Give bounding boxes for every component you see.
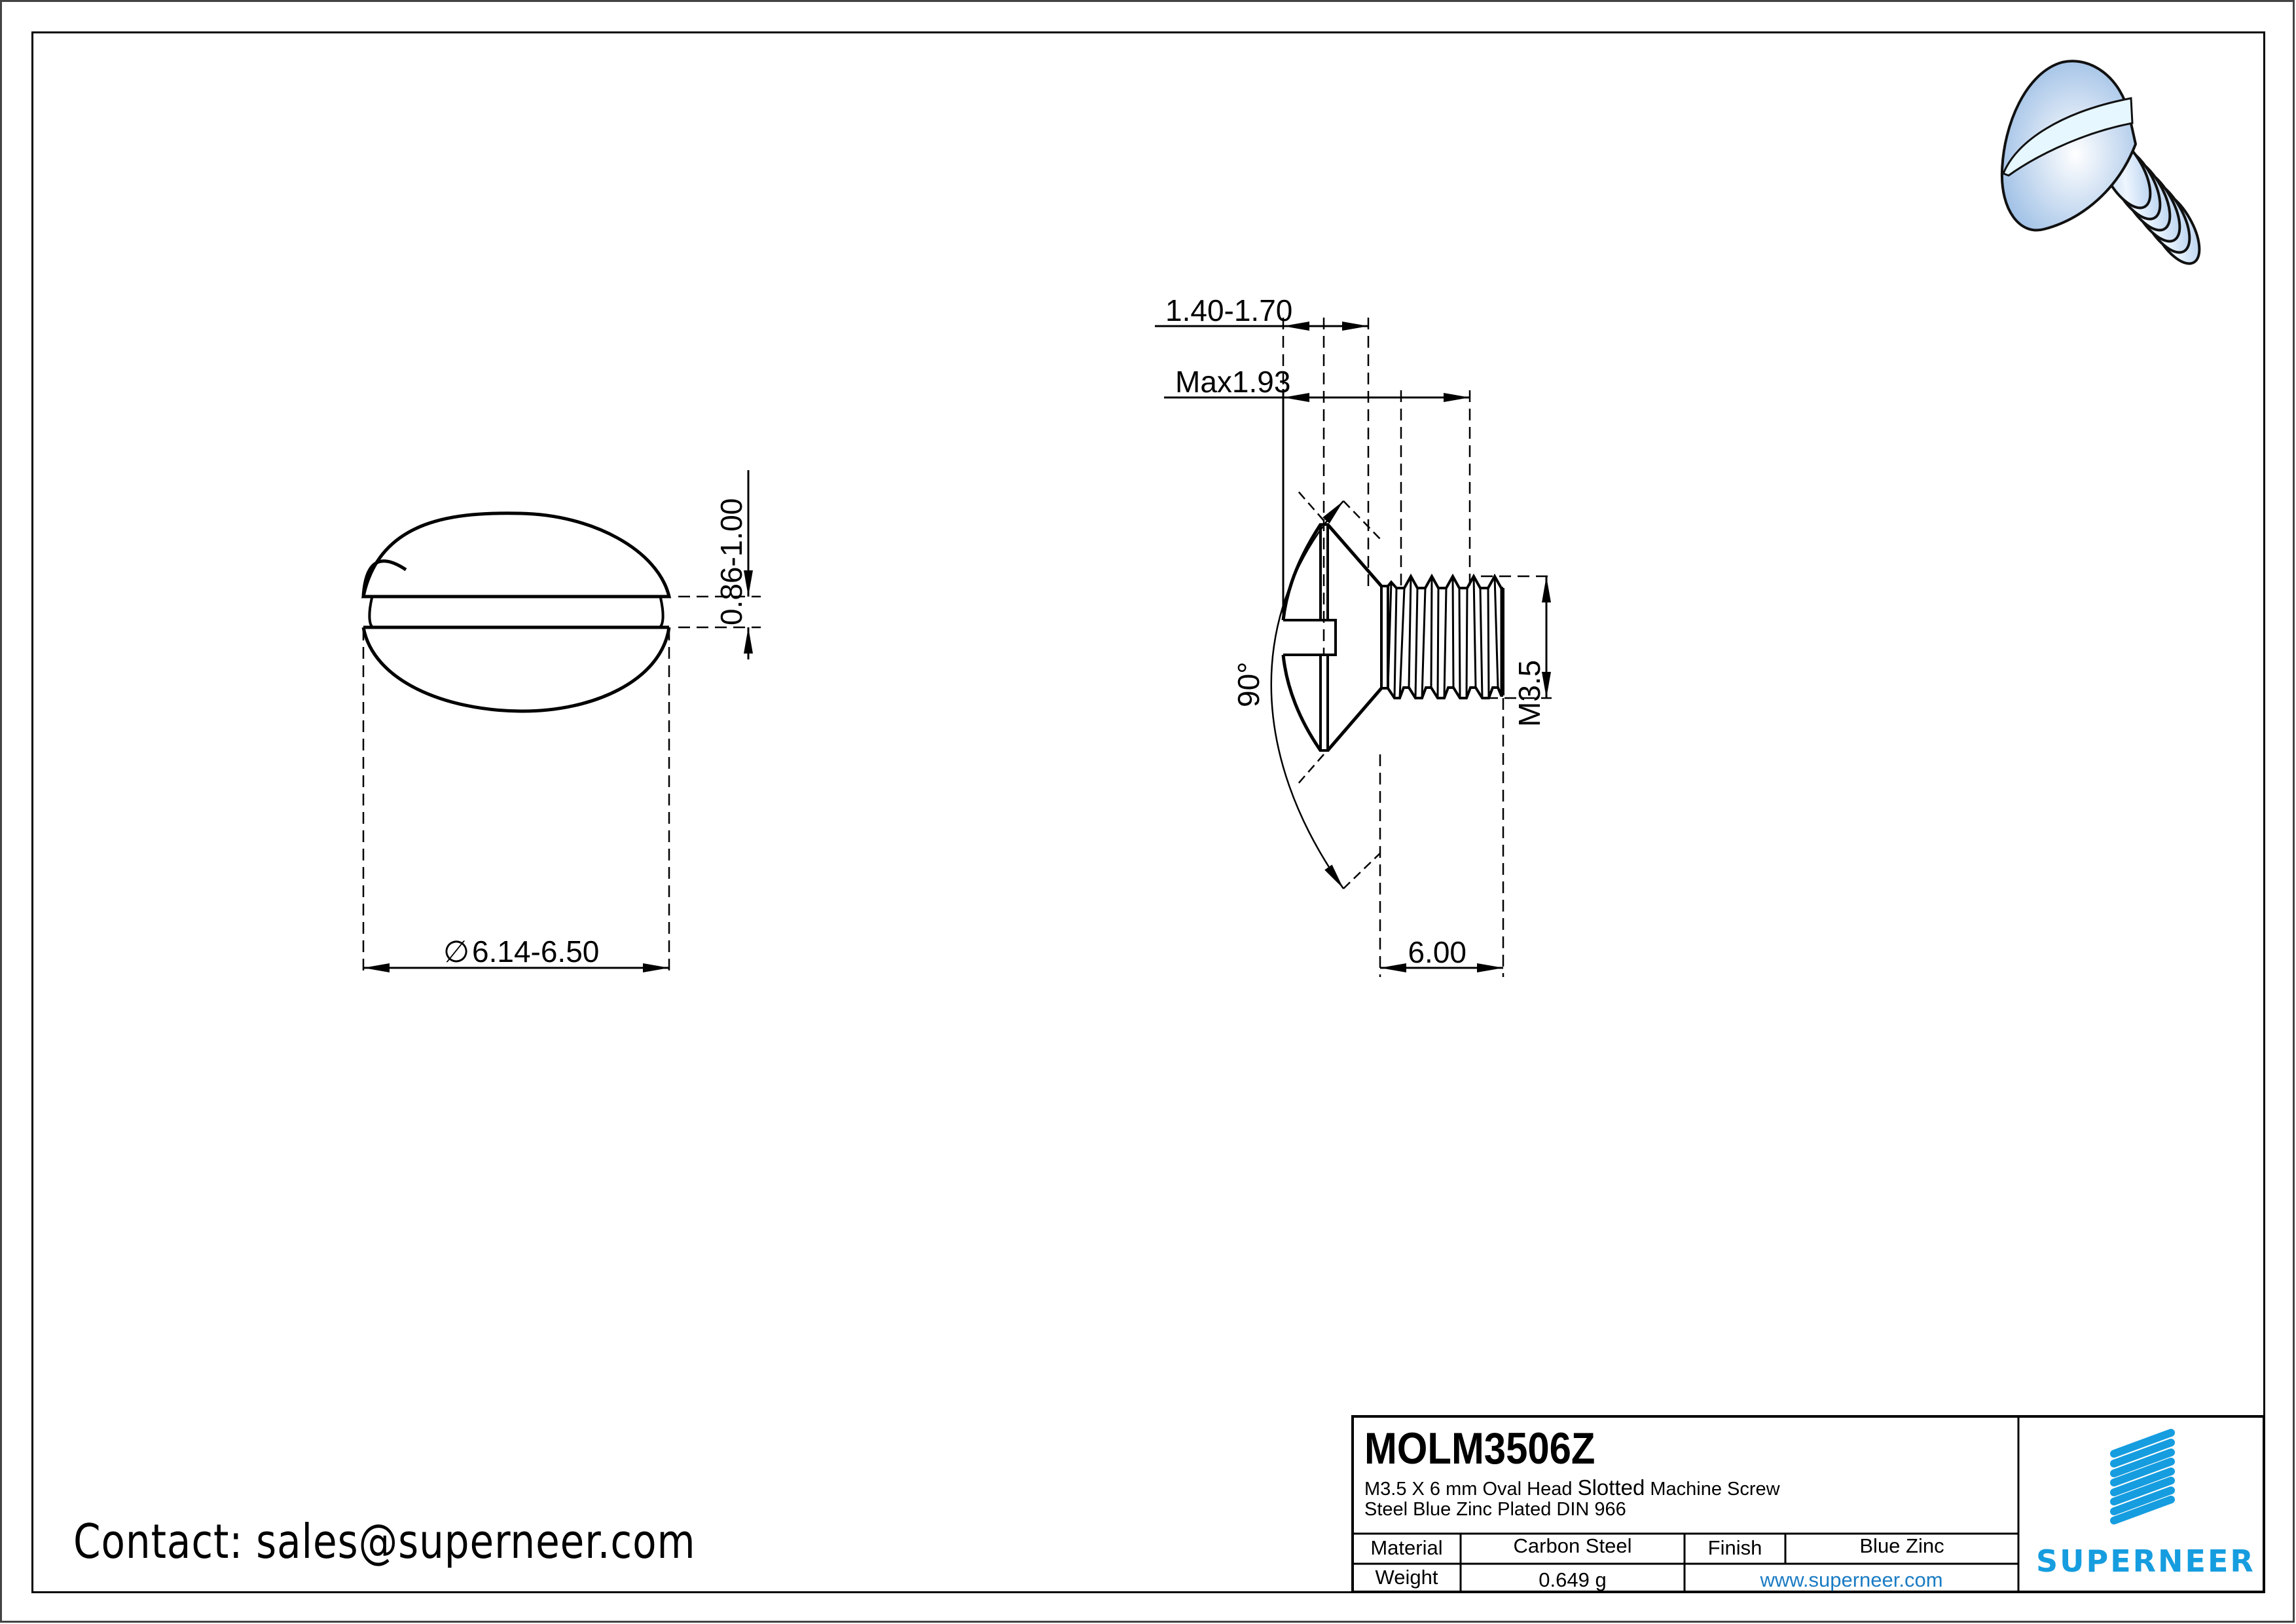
dim-head-angle-arc xyxy=(1270,500,1345,889)
iso-head xyxy=(2000,60,2138,232)
inner-frame xyxy=(31,31,2265,1593)
website-link[interactable]: www.superneer.com xyxy=(1760,1568,1943,1591)
dim-slot-depth: 1.40-1.70 xyxy=(1165,293,1292,327)
head-dome-lower xyxy=(1281,654,1322,752)
material-value: Carbon Steel xyxy=(1513,1534,1632,1557)
weight-label: Weight xyxy=(1375,1566,1438,1589)
thread-flanks xyxy=(1387,576,1503,699)
title-block: MOLM3506Z M3.5 X 6 mm Oval Head Slotted … xyxy=(1353,1416,2264,1592)
dim-head-diameter-symbol: ∅ xyxy=(443,934,469,969)
brand-logo-icon xyxy=(2110,1429,2175,1524)
dim-slot-width: 0.86-1.00 xyxy=(714,498,748,625)
part-description-line2: Steel Blue Zinc Plated DIN 966 xyxy=(1364,1499,1626,1520)
dim-head-height: Max1.93 xyxy=(1175,365,1290,399)
finish-value: Blue Zinc xyxy=(1859,1534,1944,1557)
head-lower-outline xyxy=(361,627,671,713)
slot-left-arc xyxy=(368,597,374,629)
weight-value: 0.649 g xyxy=(1539,1568,1607,1591)
slot-profile xyxy=(1283,619,1337,656)
dim-length: 6.00 xyxy=(1408,935,1467,969)
contact-email[interactable]: Contact: sales@superneer.com xyxy=(73,1514,696,1569)
thread-bottom-profile xyxy=(1387,686,1503,699)
shank-neck xyxy=(1380,585,1389,690)
title-block-grid xyxy=(1351,1415,2265,1593)
brand-wordmark: SUPERNEER xyxy=(2036,1543,2255,1579)
top-view xyxy=(361,470,761,976)
part-description-line1: M3.5 X 6 mm Oval Head Slotted Machine Sc… xyxy=(1364,1475,1780,1500)
thread-top-profile xyxy=(1387,573,1503,589)
head-upper-outline xyxy=(361,511,672,599)
iso-slot xyxy=(2002,97,2134,177)
finish-label: Finish xyxy=(1707,1536,1762,1559)
slot-right-arc xyxy=(659,597,665,629)
dim-head-diameter: 6.14-6.50 xyxy=(472,934,599,969)
side-view xyxy=(1155,318,1552,977)
dim-head-angle: 90° xyxy=(1231,661,1266,707)
material-label: Material xyxy=(1370,1536,1443,1559)
iso-render xyxy=(2000,60,2201,265)
dim-thread: M3.5 xyxy=(1512,660,1546,727)
head-cone-upper xyxy=(1326,523,1383,587)
part-number: MOLM3506Z xyxy=(1364,1424,1595,1473)
head-cone-lower xyxy=(1326,687,1383,752)
